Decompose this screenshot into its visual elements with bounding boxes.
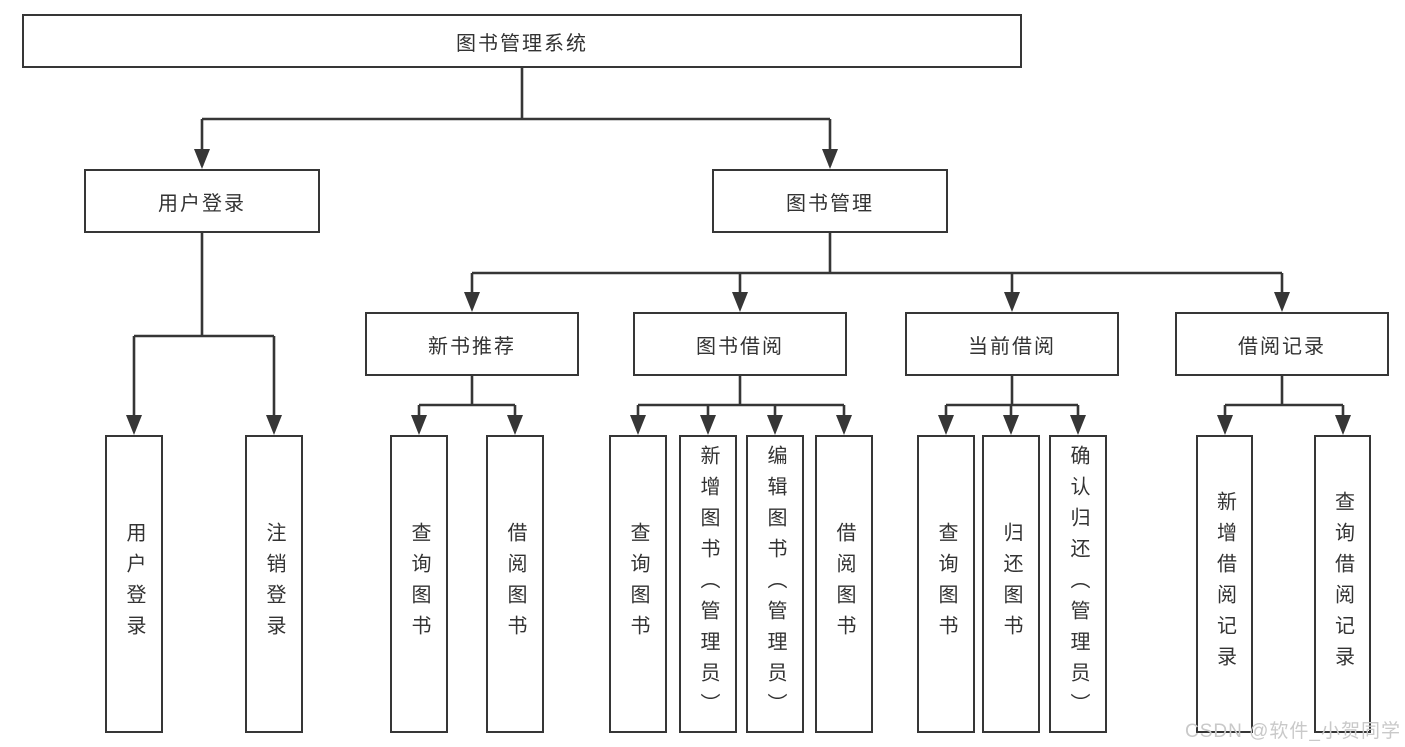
node-leaf-query-books-recommend-label: 查询图书 (408, 522, 430, 646)
node-leaf-edit-book-admin-label: 编辑图书（管理员） (764, 444, 786, 724)
node-leaf-return-book: 归还图书 (982, 435, 1040, 733)
node-leaf-logout: 注销登录 (245, 435, 303, 733)
node-leaf-borrow-books-label: 借阅图书 (833, 522, 855, 646)
node-user-login-label: 用户登录 (158, 192, 246, 215)
node-leaf-add-book-admin-label: 新增图书（管理员） (697, 444, 719, 724)
node-leaf-query-books-borrow: 查询图书 (609, 435, 667, 733)
node-leaf-add-borrow-record: 新增借阅记录 (1196, 435, 1253, 733)
node-book-management: 图书管理 (712, 169, 948, 233)
node-borrow-records: 借阅记录 (1175, 312, 1389, 376)
node-new-book-recommend: 新书推荐 (365, 312, 579, 376)
node-leaf-add-borrow-record-label: 新增借阅记录 (1213, 491, 1236, 677)
node-book-borrow: 图书借阅 (633, 312, 847, 376)
node-new-book-recommend-label: 新书推荐 (428, 335, 516, 358)
node-leaf-edit-book-admin: 编辑图书（管理员） (746, 435, 804, 733)
csdn-watermark: CSDN @软件_小贺同学 (1185, 721, 1401, 742)
node-current-borrow-label: 当前借阅 (968, 335, 1056, 358)
node-leaf-borrow-books-recommend: 借阅图书 (486, 435, 544, 733)
node-leaf-user-login: 用户登录 (105, 435, 163, 733)
node-leaf-logout-label: 注销登录 (263, 522, 285, 646)
node-leaf-return-book-label: 归还图书 (1000, 522, 1022, 646)
node-leaf-confirm-return-admin: 确认归还（管理员） (1049, 435, 1107, 733)
node-leaf-query-books-current-label: 查询图书 (935, 522, 957, 646)
node-book-management-label: 图书管理 (786, 192, 874, 215)
node-leaf-add-book-admin: 新增图书（管理员） (679, 435, 737, 733)
node-leaf-user-login-label: 用户登录 (123, 522, 145, 646)
node-leaf-query-books-current: 查询图书 (917, 435, 975, 733)
node-library-system: 图书管理系统 (22, 14, 1022, 68)
node-book-borrow-label: 图书借阅 (696, 335, 784, 358)
node-leaf-confirm-return-admin-label: 确认归还（管理员） (1067, 444, 1089, 724)
node-borrow-records-label: 借阅记录 (1238, 335, 1326, 358)
node-leaf-query-books-borrow-label: 查询图书 (627, 522, 649, 646)
node-leaf-query-books-recommend: 查询图书 (390, 435, 448, 733)
node-current-borrow: 当前借阅 (905, 312, 1119, 376)
node-library-system-label: 图书管理系统 (456, 32, 588, 55)
node-leaf-borrow-books-recommend-label: 借阅图书 (504, 522, 526, 646)
node-leaf-borrow-books: 借阅图书 (815, 435, 873, 733)
node-leaf-query-borrow-record: 查询借阅记录 (1314, 435, 1371, 733)
node-leaf-query-borrow-record-label: 查询借阅记录 (1331, 491, 1354, 677)
node-user-login: 用户登录 (84, 169, 320, 233)
